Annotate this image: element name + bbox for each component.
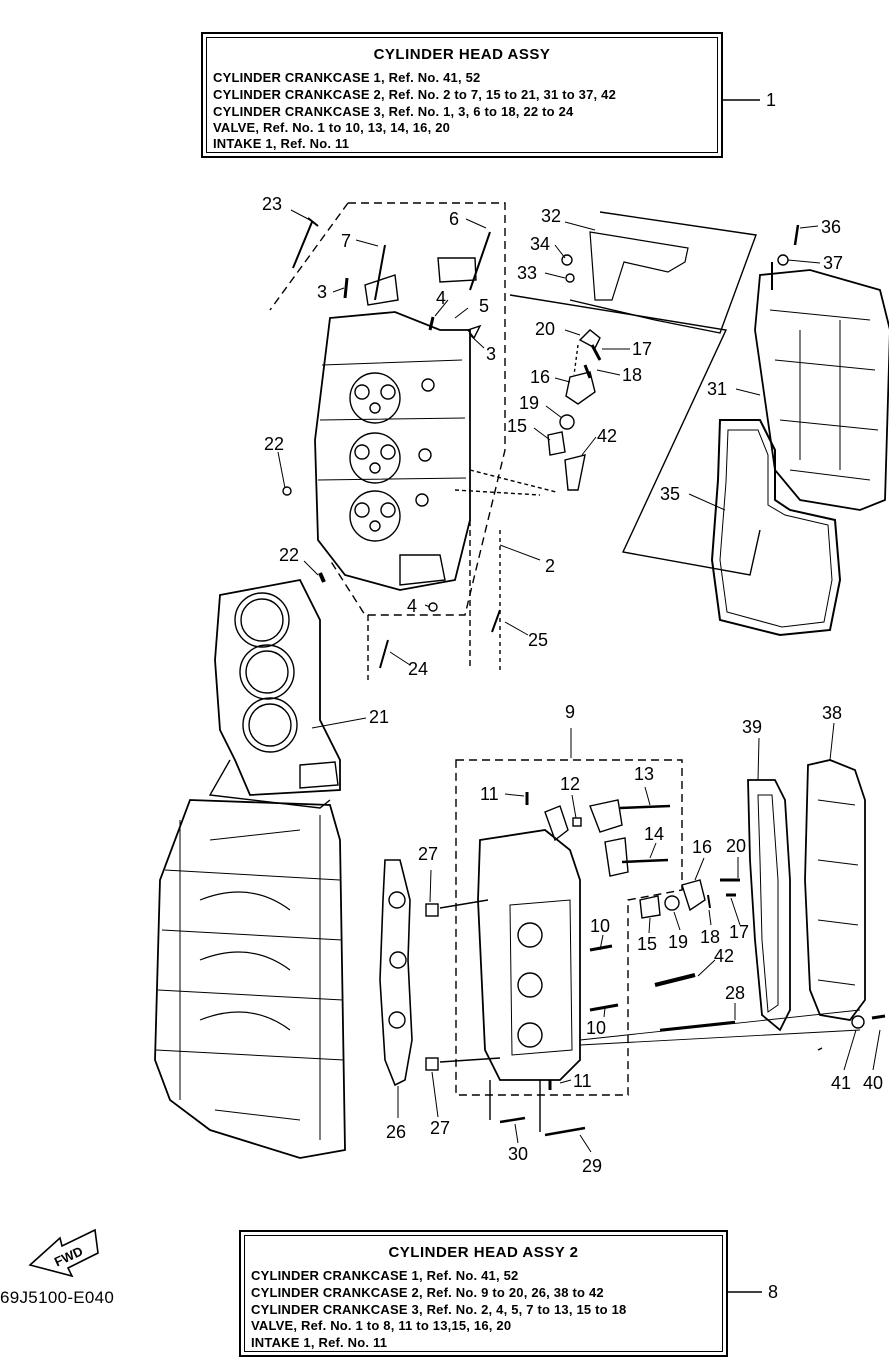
assembly-2-line-1: CYLINDER CRANKCASE 1, Ref. No. 41, 52 (251, 1268, 519, 1283)
callout-6: 6 (449, 209, 459, 229)
callout-21: 21 (369, 707, 389, 727)
callout-33: 33 (517, 263, 537, 283)
callout-9: 9 (565, 702, 575, 722)
callout-40: 40 (863, 1073, 883, 1093)
callout-2: 2 (545, 556, 555, 576)
callout-41: 41 (831, 1073, 851, 1093)
assembly-info-box-2: CYLINDER HEAD ASSY 2 CYLINDER CRANKCASE … (239, 1230, 728, 1357)
callout-22b: 22 (279, 545, 299, 565)
callout-11b: 11 (573, 1071, 592, 1091)
callout-24: 24 (408, 659, 428, 679)
callout-20: 20 (535, 319, 555, 339)
assembly-2-line-3: CYLINDER CRANKCASE 3, Ref. No. 2, 4, 5, … (251, 1302, 627, 1317)
callout-4: 4 (436, 288, 446, 308)
callout-25: 25 (528, 630, 548, 650)
callout-22: 22 (264, 434, 284, 454)
callout-29: 29 (582, 1156, 602, 1176)
callout-10c: 10 (586, 1018, 606, 1038)
callout-1: 1 (766, 90, 776, 110)
callout-42b: 42 (714, 946, 734, 966)
callout-17b: 17 (729, 922, 749, 942)
callout-18b: 18 (700, 927, 720, 947)
callout-23: 23 (262, 194, 282, 214)
callout-36: 36 (821, 217, 841, 237)
callout-30: 30 (508, 1144, 528, 1164)
callout-3b: 3 (486, 344, 496, 364)
assembly-title-1: CYLINDER HEAD ASSY (373, 46, 551, 63)
assembly-1-line-5: INTAKE 1, Ref. No. 11 (213, 136, 350, 151)
callout-42: 42 (597, 426, 617, 446)
assembly-2-line-2: CYLINDER CRANKCASE 2, Ref. No. 9 to 20, … (251, 1285, 604, 1300)
callout-17: 17 (632, 339, 652, 359)
callout-12: 12 (560, 774, 580, 794)
callout-38: 38 (822, 703, 842, 723)
assembly-info-box-1: CYLINDER HEAD ASSY CYLINDER CRANKCASE 1,… (201, 32, 723, 158)
assembly-1-line-2: CYLINDER CRANKCASE 2, Ref. No. 2 to 7, 1… (213, 87, 617, 102)
assembly-1-line-4: VALVE, Ref. No. 1 to 10, 13, 14, 16, 20 (213, 120, 451, 135)
callout-26: 26 (386, 1122, 406, 1142)
callout-34: 34 (530, 234, 550, 254)
callout-10: 10 (590, 916, 610, 936)
callout-35: 35 (660, 484, 680, 504)
callout-39: 39 (742, 717, 762, 737)
assembly-2-line-5: INTAKE 1, Ref. No. 11 (251, 1335, 388, 1350)
callout-11: 11 (480, 784, 499, 804)
callout-27b: 27 (430, 1118, 450, 1138)
callout-3: 3 (317, 282, 327, 302)
callout-16: 16 (530, 367, 550, 387)
fwd-label: FWD (52, 1243, 85, 1269)
assembly-1-line-1: CYLINDER CRANKCASE 1, Ref. No. 41, 52 (213, 70, 481, 85)
callout-16b: 16 (692, 837, 712, 857)
callout-19b: 19 (668, 932, 688, 952)
callout-18: 18 (622, 365, 642, 385)
callout-20b: 20 (726, 836, 746, 856)
callout-32: 32 (541, 206, 561, 226)
callout-5: 5 (479, 296, 489, 316)
assembly-1-line-3: CYLINDER CRANKCASE 3, Ref. No. 1, 3, 6 t… (213, 104, 574, 119)
callout-13: 13 (634, 764, 654, 784)
callout-28: 28 (725, 983, 745, 1003)
assembly-2-line-4: VALVE, Ref. No. 1 to 8, 11 to 13,15, 16,… (251, 1318, 512, 1333)
callout-8: 8 (768, 1282, 778, 1302)
diagram-code: 69J5100-E040 (0, 1288, 115, 1307)
callout-19: 19 (519, 393, 539, 413)
callout-31: 31 (707, 379, 727, 399)
callout-7: 7 (341, 231, 351, 251)
assembly-title-2: CYLINDER HEAD ASSY 2 (388, 1244, 579, 1261)
callout-15: 15 (507, 416, 527, 436)
callout-4b: 4 (407, 596, 417, 616)
callout-14: 14 (644, 824, 664, 844)
callout-37: 37 (823, 253, 843, 273)
callout-15b: 15 (637, 934, 657, 954)
callout-27: 27 (418, 844, 438, 864)
